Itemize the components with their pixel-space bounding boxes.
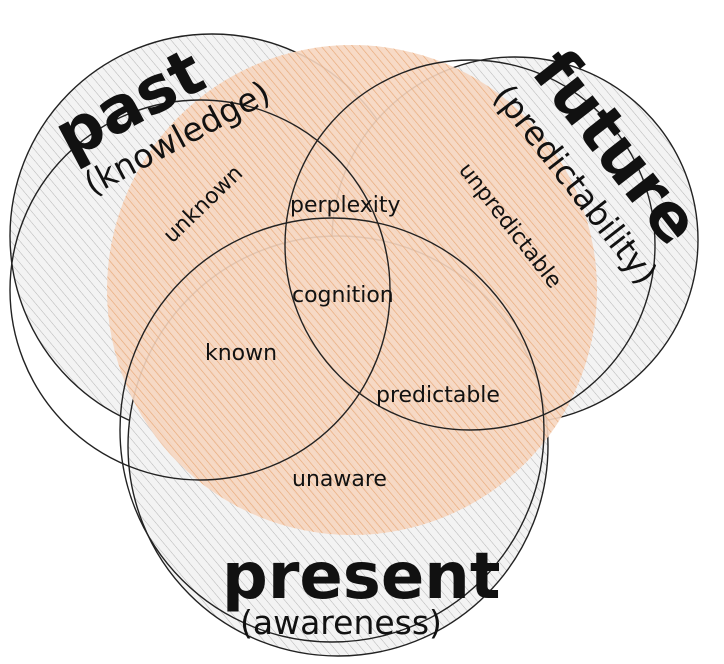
present-label: present (awareness) bbox=[222, 540, 500, 642]
region-perplexity: perplexity bbox=[290, 193, 401, 218]
region-unaware: unaware bbox=[292, 467, 387, 492]
region-predictable: predictable bbox=[376, 383, 500, 408]
present-title: present bbox=[222, 540, 500, 614]
region-known: known bbox=[205, 341, 277, 366]
present-subtitle: (awareness) bbox=[240, 603, 442, 642]
inner-shaded-circle bbox=[107, 45, 597, 535]
intersection-curves bbox=[9, 59, 656, 643]
region-cognition: cognition bbox=[292, 283, 394, 308]
